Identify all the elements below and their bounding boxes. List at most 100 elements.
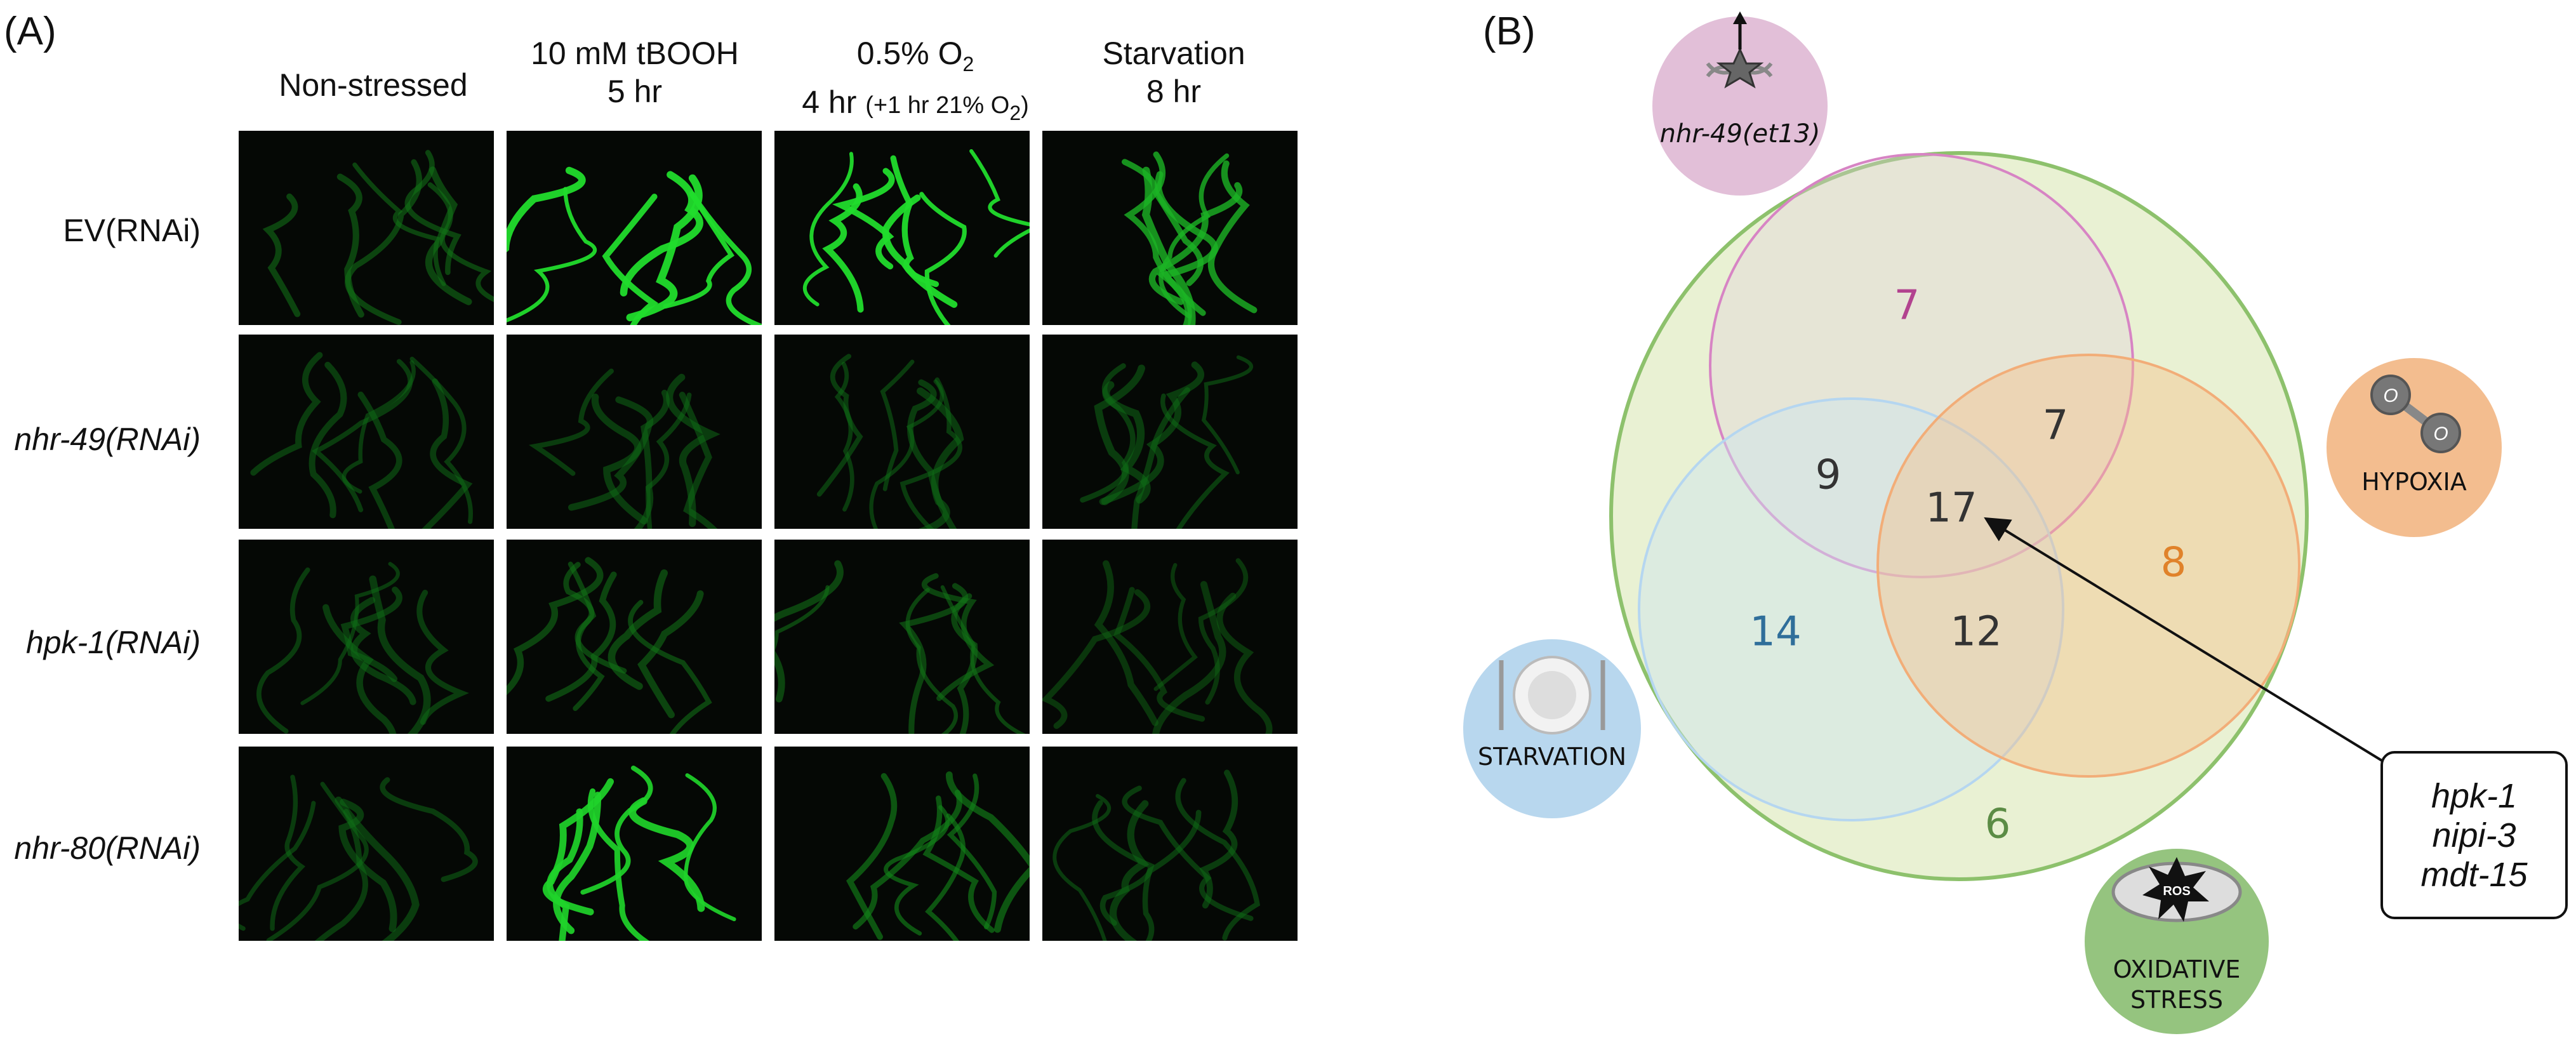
plate-cutlery-icon (1499, 656, 1605, 734)
column-header-line: 8 hr (1146, 74, 1202, 109)
column-header-hypoxia: 0.5% O2 4 hr (+1 hr 21% O2) (769, 34, 1061, 132)
worm (774, 560, 844, 703)
worm (666, 373, 720, 528)
microscopy-image (1042, 540, 1298, 734)
worm (1153, 562, 1198, 691)
worm (869, 379, 944, 529)
microscopy-image (1042, 131, 1298, 325)
worm (689, 190, 762, 325)
row-label-nhr-80: nhr-80(RNAi) (14, 830, 201, 866)
venn-set-nhr-49 (1709, 153, 2134, 578)
count-nhr49-hypoxia: 7 (2043, 402, 2069, 449)
count-hypoxia-only: 8 (2161, 540, 2187, 587)
worm (256, 567, 310, 734)
worm (335, 796, 420, 941)
worm (342, 360, 416, 494)
worm (945, 771, 1030, 933)
column-header-line: 5 hr (607, 74, 663, 109)
worm (922, 795, 995, 933)
worm (884, 805, 950, 936)
worm (507, 187, 597, 322)
subscript: 2 (1009, 102, 1021, 124)
worm (1122, 785, 1254, 921)
worm (528, 368, 614, 476)
worm (951, 593, 978, 734)
microscopy-image (774, 335, 1030, 529)
count-starvation-hypoxia: 12 (1950, 609, 2002, 656)
callout-arrow (1984, 517, 2383, 762)
panel-b-label: (B) (1483, 10, 1536, 53)
nhr-49-mutant-label: nhr-49(et13) (1660, 119, 1821, 149)
microscopy-image (1042, 335, 1298, 529)
worm (1148, 182, 1243, 305)
worm (409, 356, 473, 524)
worm (921, 573, 995, 701)
hypoxia-label: HYPOXIA (2361, 468, 2466, 496)
worm (369, 575, 431, 734)
worm (322, 604, 397, 734)
worm (846, 773, 898, 940)
worm (1199, 769, 1238, 909)
oxygen-molecule-icon: O O (2370, 375, 2461, 453)
worm (1113, 587, 1205, 722)
column-header-line: Non-stressed (279, 67, 468, 103)
worm (900, 377, 962, 529)
worm (416, 589, 469, 725)
worm (507, 557, 604, 695)
worm (404, 150, 461, 276)
subscript: 2 (962, 53, 974, 76)
worm (1131, 387, 1191, 529)
text: (+1 hr 21% O (865, 92, 1010, 119)
worm (239, 801, 316, 931)
column-header-line: 10 mM tBOOH (531, 36, 739, 71)
column-header-line: 0.5% O2 (769, 34, 1061, 83)
worm (1216, 592, 1273, 734)
column-header-line: 4 hr (+1 hr 21% O2) (769, 83, 1061, 132)
worm (336, 173, 364, 318)
gene-name: nipi-3 (2432, 816, 2516, 854)
oxidative-label-line2: STRESS (2130, 986, 2223, 1014)
text: 0.5% O (856, 36, 963, 71)
worm (1201, 355, 1253, 475)
count-all: 17 (1925, 485, 1977, 532)
worm (832, 168, 895, 270)
worm (1099, 361, 1205, 505)
row-label-ev: EV(RNAi) (63, 213, 201, 248)
count-starvation-only: 14 (1749, 609, 1801, 656)
count-nhr49-starvation: 9 (1816, 452, 1842, 499)
worm (380, 777, 478, 882)
worm (607, 569, 668, 690)
column-header-non-stressed: Non-stressed (234, 66, 513, 104)
worm (1042, 589, 1151, 729)
worm (546, 808, 583, 941)
venn-set-hypoxia (1876, 354, 2300, 778)
worm (905, 588, 958, 734)
text: ) (1021, 92, 1029, 119)
worm (684, 773, 736, 922)
worm (802, 152, 854, 307)
worm (425, 166, 472, 305)
row-label-hpk-1: hpk-1(RNAi) (25, 625, 201, 660)
worm (1094, 560, 1159, 726)
venn-set-starvation (1638, 397, 2064, 821)
oxidative-label-line1: OXIDATIVE (2113, 955, 2241, 983)
mitochondrion-ros-icon: ROS (2111, 857, 2242, 922)
worm (946, 773, 997, 929)
microscopy-image (1042, 747, 1298, 941)
oxidative-stress-icon-group: ROS OXIDATIVE STRESS (2085, 849, 2269, 1034)
starvation-icon-group: STARVATION (1463, 639, 1641, 818)
worm (969, 149, 1030, 258)
worm (1094, 364, 1146, 505)
gene-name: mdt-15 (2420, 855, 2528, 894)
worm (925, 813, 966, 941)
microscopy-image (507, 540, 762, 734)
worm (1092, 800, 1155, 941)
microscopy-image (507, 131, 762, 325)
gene-name: hpk-1 (2431, 776, 2518, 815)
worm (250, 352, 323, 476)
count-nhr49-only: 7 (1894, 282, 1920, 329)
worm (1052, 794, 1112, 941)
